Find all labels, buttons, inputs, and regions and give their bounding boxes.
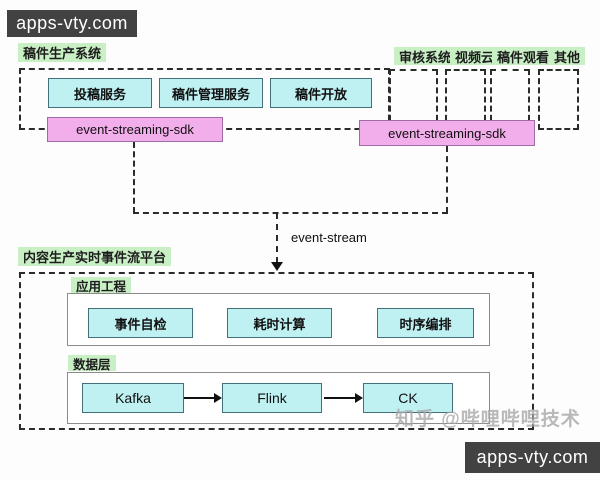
consumer-label-videocloud: 视频云 — [450, 47, 500, 65]
watermark-badge-top: apps-vty.com — [7, 10, 137, 37]
module-box-orchestration: 时序编排 — [377, 308, 474, 338]
connector-left-line — [133, 142, 135, 213]
credit-watermark: 知乎 @哔哩哔哩技术 — [395, 409, 581, 430]
component-box-flink: Flink — [222, 383, 322, 413]
service-box-manage: 稿件管理服务 — [159, 78, 263, 108]
consumer-label-other: 其他 — [549, 47, 586, 65]
consumer-label-view: 稿件观看 — [492, 47, 555, 65]
watermark-badge-bottom: apps-vty.com — [465, 442, 600, 473]
kafka-flink-arrow-line — [184, 397, 215, 399]
arrow-right-icon — [355, 393, 363, 403]
component-box-kafka: Kafka — [82, 383, 184, 413]
platform-label: 内容生产实时事件流平台 — [18, 247, 172, 266]
consumer-box-other — [538, 69, 579, 130]
module-box-selfcheck: 事件自检 — [88, 308, 193, 338]
arrow-down-icon — [271, 262, 283, 271]
component-box-ck: CK — [363, 383, 453, 413]
service-box-open: 稿件开放 — [270, 78, 372, 108]
producer-system-label: 稿件生产系统 — [18, 43, 107, 62]
data-layer-label: 数据层 — [68, 355, 116, 372]
platform-container — [19, 272, 534, 430]
app-layer-label: 应用工程 — [71, 277, 132, 294]
service-box-submit: 投稿服务 — [48, 78, 152, 108]
arrow-right-icon — [214, 393, 222, 403]
flink-ck-arrow-line — [324, 397, 355, 399]
consumer-sdk-box: event-streaming-sdk — [359, 120, 535, 146]
connector-right-line — [446, 146, 448, 213]
consumer-label-audit: 审核系统 — [394, 47, 457, 65]
connector-center-line — [276, 213, 278, 263]
producer-sdk-box: event-streaming-sdk — [47, 117, 223, 142]
connector-junction-line — [133, 212, 448, 214]
event-stream-label: event-stream — [291, 230, 367, 245]
module-box-timing: 耗时计算 — [227, 308, 332, 338]
